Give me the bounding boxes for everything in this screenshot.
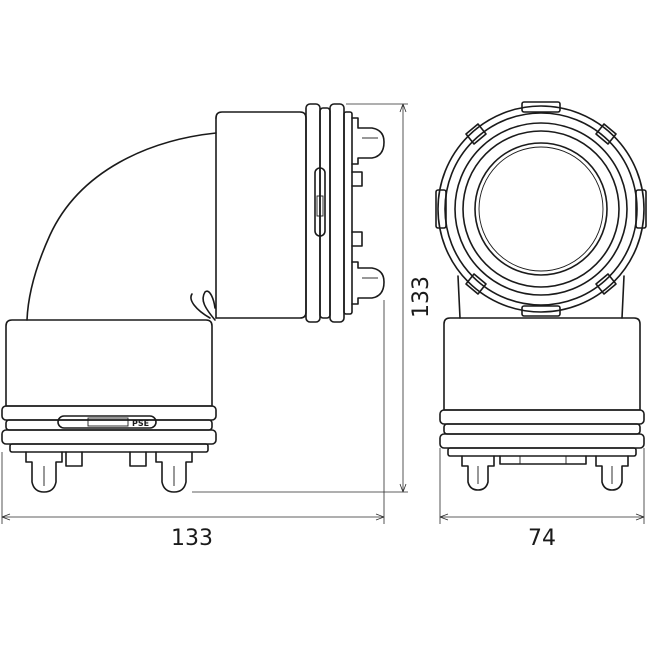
elbow-side-view: PSE: [1, 103, 385, 493]
dimension-end-width-label: 74: [528, 526, 556, 551]
elbow-end-view: [435, 101, 647, 491]
dimension-height-label: 133: [409, 276, 434, 318]
part-mark-label: PSE: [132, 419, 149, 428]
dimension-lines: [1, 103, 645, 524]
dimension-width-label: 133: [171, 526, 213, 551]
